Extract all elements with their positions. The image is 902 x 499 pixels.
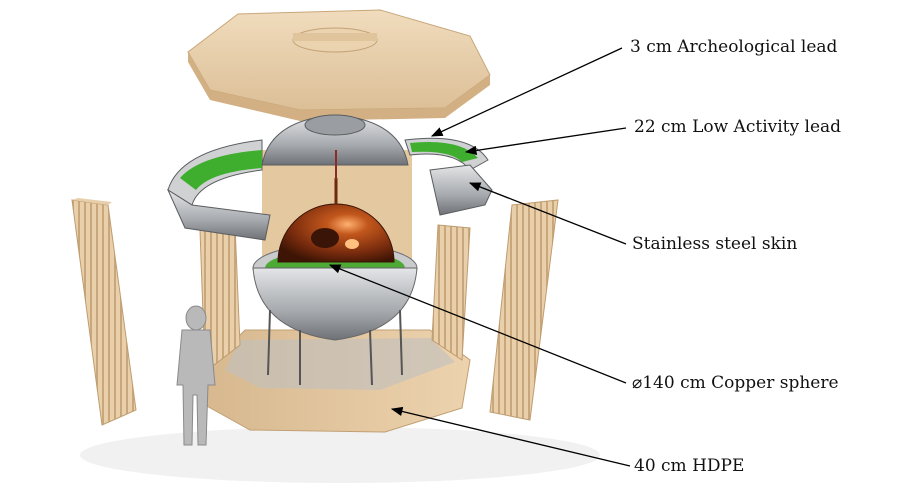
floor-shadow	[80, 427, 600, 483]
steel-dome	[261, 114, 409, 180]
arrow-archeological-lead	[430, 47, 623, 137]
copper-sphere	[277, 178, 395, 263]
hdpe-left-panel	[71, 198, 137, 426]
label-hdpe: 40 cm HDPE	[634, 456, 745, 476]
arrow-hdpe	[390, 406, 631, 467]
label-steel-skin: Stainless steel skin	[632, 234, 798, 254]
arrow-copper-sphere	[328, 264, 627, 384]
hdpe-right-panel	[489, 199, 559, 421]
human-scale-figure	[176, 305, 216, 446]
label-copper-sphere: ⌀140 cm Copper sphere	[632, 373, 839, 393]
arrow-low-activity-lead	[464, 127, 627, 156]
hdpe-base	[204, 329, 471, 433]
label-low-activity-lead: 22 cm Low Activity lead	[634, 117, 842, 137]
leader-arrows	[328, 47, 631, 467]
label-archeological-lead: 3 cm Archeological lead	[630, 37, 838, 57]
arrow-steel-skin	[468, 182, 627, 245]
hdpe-top-lid	[187, 9, 491, 121]
left-lead-segment	[166, 139, 271, 241]
